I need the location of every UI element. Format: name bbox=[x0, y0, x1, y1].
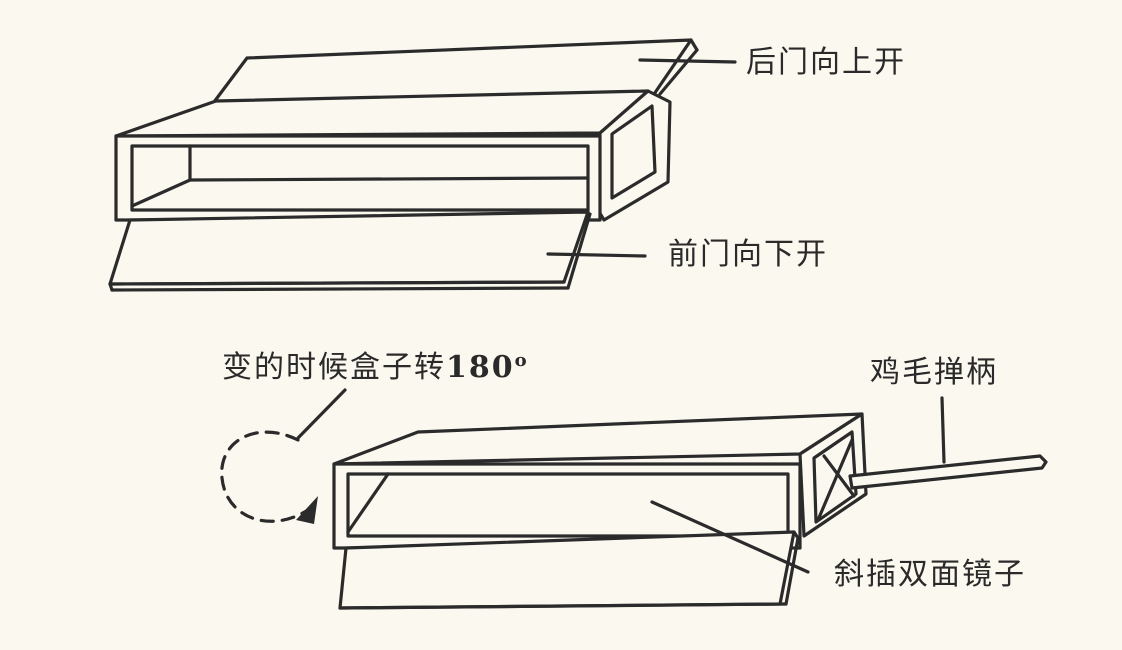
top-box bbox=[108, 38, 737, 292]
rotation-arrowhead bbox=[296, 496, 318, 524]
bottom-box-right-window bbox=[812, 430, 858, 524]
back-door-leader bbox=[638, 58, 737, 64]
mirror-leader bbox=[650, 500, 810, 574]
front-door-panel bbox=[108, 210, 590, 286]
label-front-door: 前门向下开 bbox=[668, 237, 828, 272]
mirror-diagonal bbox=[816, 438, 854, 522]
top-box-right-window bbox=[610, 104, 657, 200]
bottom-box-front-opening bbox=[346, 472, 790, 538]
front-door-leader bbox=[546, 252, 647, 258]
rotation-arrow bbox=[220, 430, 310, 523]
label-rotate-degree: 180 bbox=[446, 350, 515, 385]
handle-leader bbox=[940, 396, 946, 464]
label-mirror: 斜插双面镜子 bbox=[834, 557, 1026, 592]
label-rotate: 变的时候盒子转180o bbox=[222, 352, 529, 383]
bottom-box bbox=[220, 388, 1048, 610]
top-box-top-face bbox=[114, 89, 650, 138]
bottom-box-top-face bbox=[332, 412, 864, 466]
label-handle: 鸡毛掸柄 bbox=[870, 355, 998, 390]
handle-stick bbox=[848, 454, 1048, 490]
rotate-leader bbox=[296, 388, 347, 440]
label-rotate-degree-sup: o bbox=[514, 350, 529, 371]
label-back-door: 后门向上开 bbox=[746, 45, 906, 80]
label-rotate-text: 变的时候盒子转 bbox=[222, 350, 446, 385]
